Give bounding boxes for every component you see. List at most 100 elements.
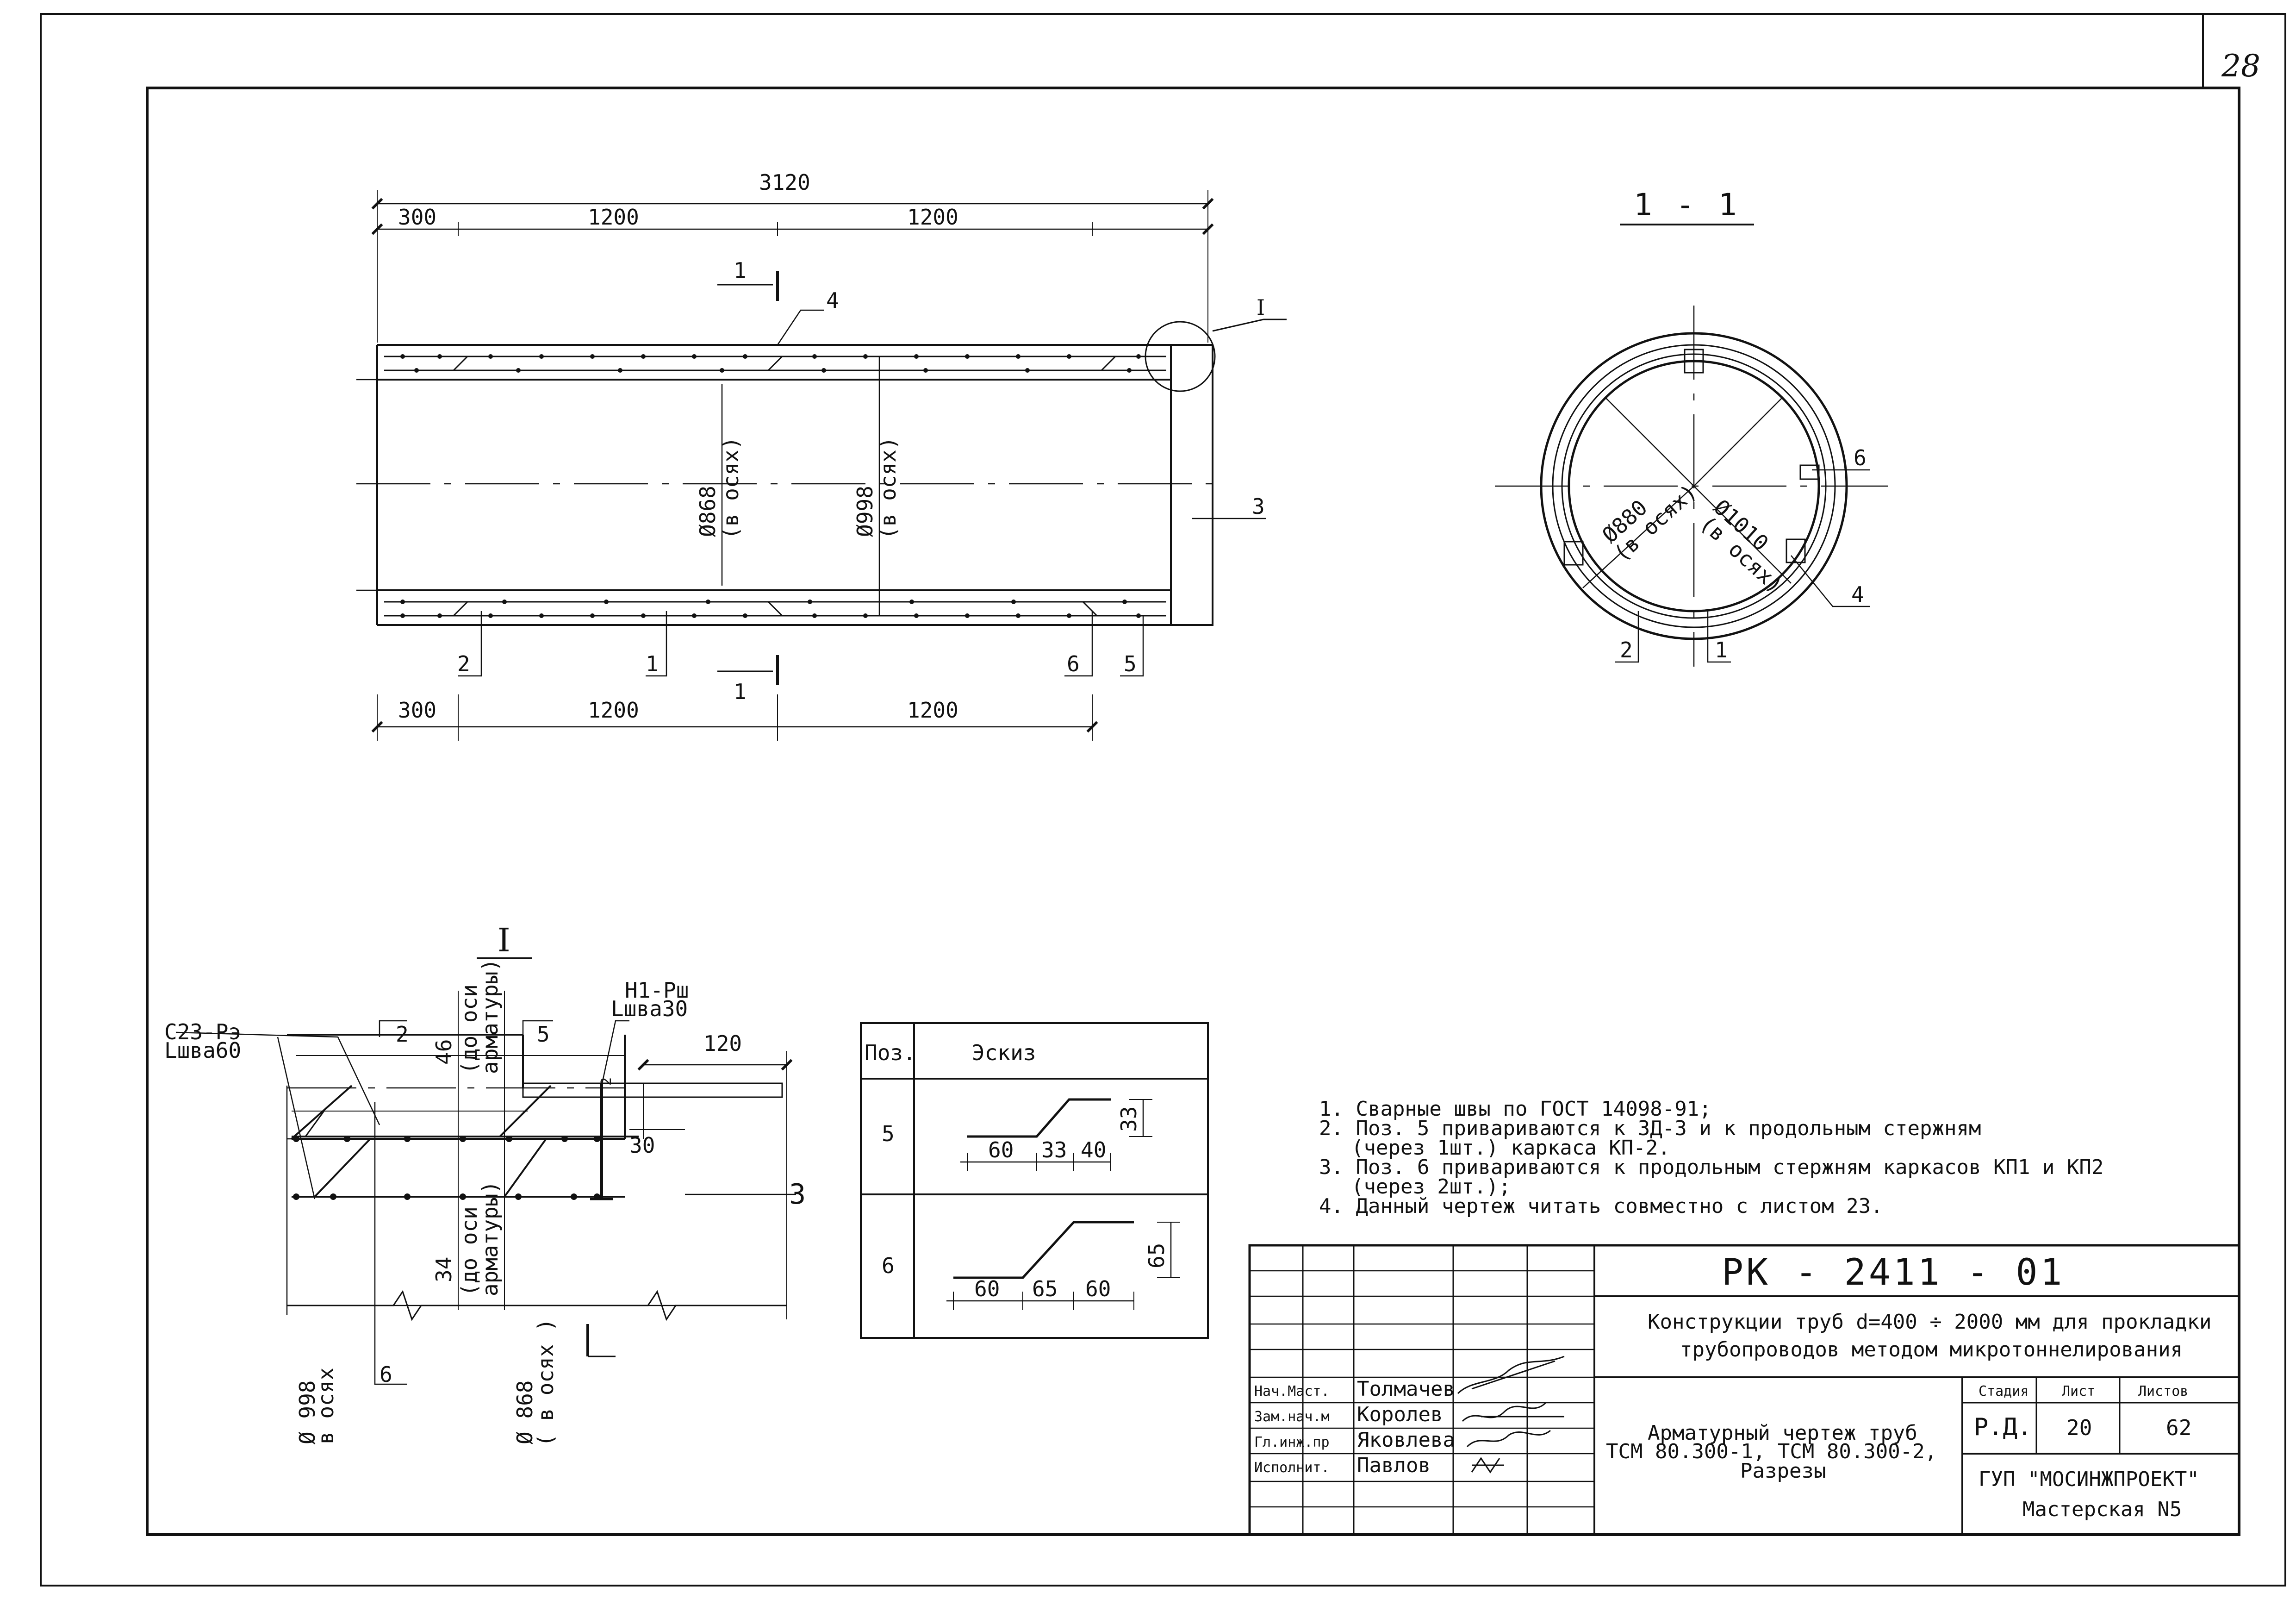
callout-pos-1: 1 (646, 651, 659, 676)
sheets-value: 62 (2166, 1415, 2191, 1440)
detail-callout-3: 3 (789, 1178, 806, 1211)
diameter-998-label: Ø998 (852, 486, 877, 537)
detail-diameter-868-note: ( в осях ) (533, 1318, 558, 1447)
detail-dim-34: 34 (431, 1257, 456, 1282)
weld-left-code: С23-Рэ (164, 1019, 241, 1044)
sketch-row-6-dim-65: 65 (1032, 1276, 1058, 1301)
project-title-line1: Конструкции труб d=400 ÷ 2000 мм для про… (1648, 1310, 2212, 1334)
detail-diameter-998-note: в осях (313, 1368, 338, 1444)
org-workshop: Мастерская N5 (2022, 1498, 2182, 1521)
dim-total: 3120 (759, 170, 810, 195)
detail-diameter-868: Ø 868 (512, 1380, 537, 1444)
longitudinal-rebar-dots (400, 354, 1141, 618)
section-mark-top: 1 (734, 258, 747, 283)
stage-value: Р.Д. (1974, 1413, 2032, 1441)
detail-rebar-dots (293, 1136, 600, 1200)
general-notes: 1. Сварные швы по ГОСТ 14098-91; 2. Поз.… (1319, 1097, 2103, 1218)
detail-title: I (498, 921, 513, 959)
detail-dim-46-note2: арматуры) (478, 959, 503, 1074)
dim-top-1200-b: 1200 (907, 205, 958, 230)
detail-callout-5: 5 (537, 1022, 550, 1047)
sketch-row-6-dim-60a: 60 (974, 1276, 1000, 1301)
name-2: Королев (1357, 1403, 1443, 1426)
sketch-row-6-dim-60b: 60 (1085, 1276, 1111, 1301)
longitudinal-view: 3120 300 1200 1200 300 1200 1200 1 1 Ø86… (356, 170, 1287, 741)
sketch-header-sketch: Эскиз (972, 1040, 1036, 1065)
sheet-title-line1: Арматурный чертеж труб (1648, 1421, 1917, 1445)
sheet-title-line3: Разрезы (1740, 1459, 1826, 1483)
section-callout-2: 2 (1620, 637, 1633, 662)
callout-pos-3: 3 (1252, 494, 1265, 519)
sheet-frame (146, 87, 2240, 1536)
sketch-row-6-height: 65 (1144, 1243, 1169, 1268)
role-4: Исполнит. (1254, 1460, 1330, 1476)
callout-pos-5: 5 (1124, 651, 1137, 676)
dim-bottom-300: 300 (398, 698, 436, 723)
detail-dim-30: 30 (629, 1133, 655, 1158)
detail-callout-6: 6 (380, 1362, 392, 1387)
sketch-row-6-pos: 6 (882, 1253, 895, 1278)
sheet-title-line2: ТСМ 80.300-1, ТСМ 80.300-2, (1606, 1440, 1937, 1463)
callout-detail-I: I (1257, 295, 1265, 320)
diameter-998-note: (в осях) (876, 437, 901, 539)
sketch-row-5-dim-60: 60 (988, 1137, 1014, 1162)
callout-pos-4: 4 (826, 288, 839, 313)
sheet-value: 20 (2066, 1415, 2092, 1440)
drawing-code: РК - 2411 - 01 (1722, 1252, 2065, 1293)
sheet-label: Лист (2062, 1383, 2095, 1399)
section-1-1: 1 - 1 Ø880 (в осях) Ø1010 (в осях) (1495, 187, 1888, 667)
detail-dim-34-note1: (до оси (457, 1206, 482, 1296)
dim-bottom-1200-b: 1200 (907, 698, 958, 723)
detail-I: I (164, 921, 806, 1447)
sketch-table: Поз. Эскиз 5 60 33 40 33 6 60 65 60 65 (860, 1022, 1209, 1339)
note-3: 3. Поз. 6 привариваются к продольным сте… (1319, 1156, 2103, 1179)
weld-right-code: Н1-Рш (625, 978, 689, 1003)
detail-dim-120: 120 (703, 1031, 742, 1056)
diameter-868-label: Ø868 (695, 486, 720, 537)
detail-dim-34-note2: арматуры) (478, 1181, 503, 1296)
section-callout-4: 4 (1851, 582, 1864, 607)
signatures (1457, 1355, 1565, 1474)
role-1: Нач.Маст. (1254, 1383, 1330, 1399)
detail-dim-2: 2 (598, 1077, 615, 1086)
sheet-number: 28 (2221, 48, 2260, 84)
note-1: 1. Сварные швы по ГОСТ 14098-91; (1319, 1097, 1711, 1121)
name-3: Яковлева (1357, 1428, 1455, 1452)
section-title: 1 - 1 (1634, 187, 1740, 223)
callout-pos-2: 2 (457, 651, 470, 676)
weld-right-length: Lшва30 (611, 996, 688, 1021)
name-1: Толмачев (1357, 1377, 1455, 1401)
dim-bottom-1200-a: 1200 (588, 698, 639, 723)
note-2: 2. Поз. 5 привариваются к ЗД-3 и к продо… (1319, 1117, 1981, 1140)
section-callout-1: 1 (1715, 637, 1728, 662)
sketch-row-5-height: 33 (1116, 1106, 1141, 1132)
dim-top-300: 300 (398, 205, 436, 230)
sheet-outer-border (40, 13, 2286, 1587)
role-2: Зам.нач.м (1254, 1409, 1330, 1425)
title-block: РК - 2411 - 01 Конструкции труб d=400 ÷ … (1248, 1244, 2240, 1536)
detail-callout-2: 2 (396, 1022, 409, 1047)
dim-top-1200-a: 1200 (588, 205, 639, 230)
callout-pos-6: 6 (1067, 651, 1080, 676)
name-4: Павлов (1357, 1454, 1431, 1477)
role-3: Гл.инж.пр (1254, 1434, 1330, 1450)
sketch-row-5-pos: 5 (882, 1121, 895, 1146)
stage-label: Стадия (1979, 1383, 2028, 1399)
sketch-row-5-dim-40: 40 (1081, 1137, 1106, 1162)
weld-left-length: Lшва60 (164, 1038, 241, 1063)
project-title-line2: трубопроводов методом микротоннелировани… (1680, 1338, 2183, 1362)
section-callout-6: 6 (1854, 445, 1867, 470)
note-3-cont: (через 2шт.); (1351, 1175, 1511, 1199)
sheets-label: Листов (2138, 1383, 2188, 1399)
detail-dim-46-note1: (до оси (457, 984, 482, 1074)
section-mark-bottom: 1 (734, 679, 747, 704)
note-2-cont: (через 1шт.) каркаса КП-2. (1351, 1136, 1670, 1160)
diameter-868-note: (в осях) (718, 437, 743, 539)
detail-diameter-998: Ø 998 (295, 1380, 320, 1444)
org-name: ГУП "МОСИНЖПРОЕКТ" (1979, 1468, 2199, 1491)
note-4: 4. Данный чертеж читать совместно с лист… (1319, 1194, 1883, 1218)
sketch-row-5-dim-33: 33 (1041, 1137, 1067, 1162)
detail-dim-46: 46 (431, 1039, 456, 1065)
sketch-header-pos: Поз. (865, 1040, 916, 1065)
